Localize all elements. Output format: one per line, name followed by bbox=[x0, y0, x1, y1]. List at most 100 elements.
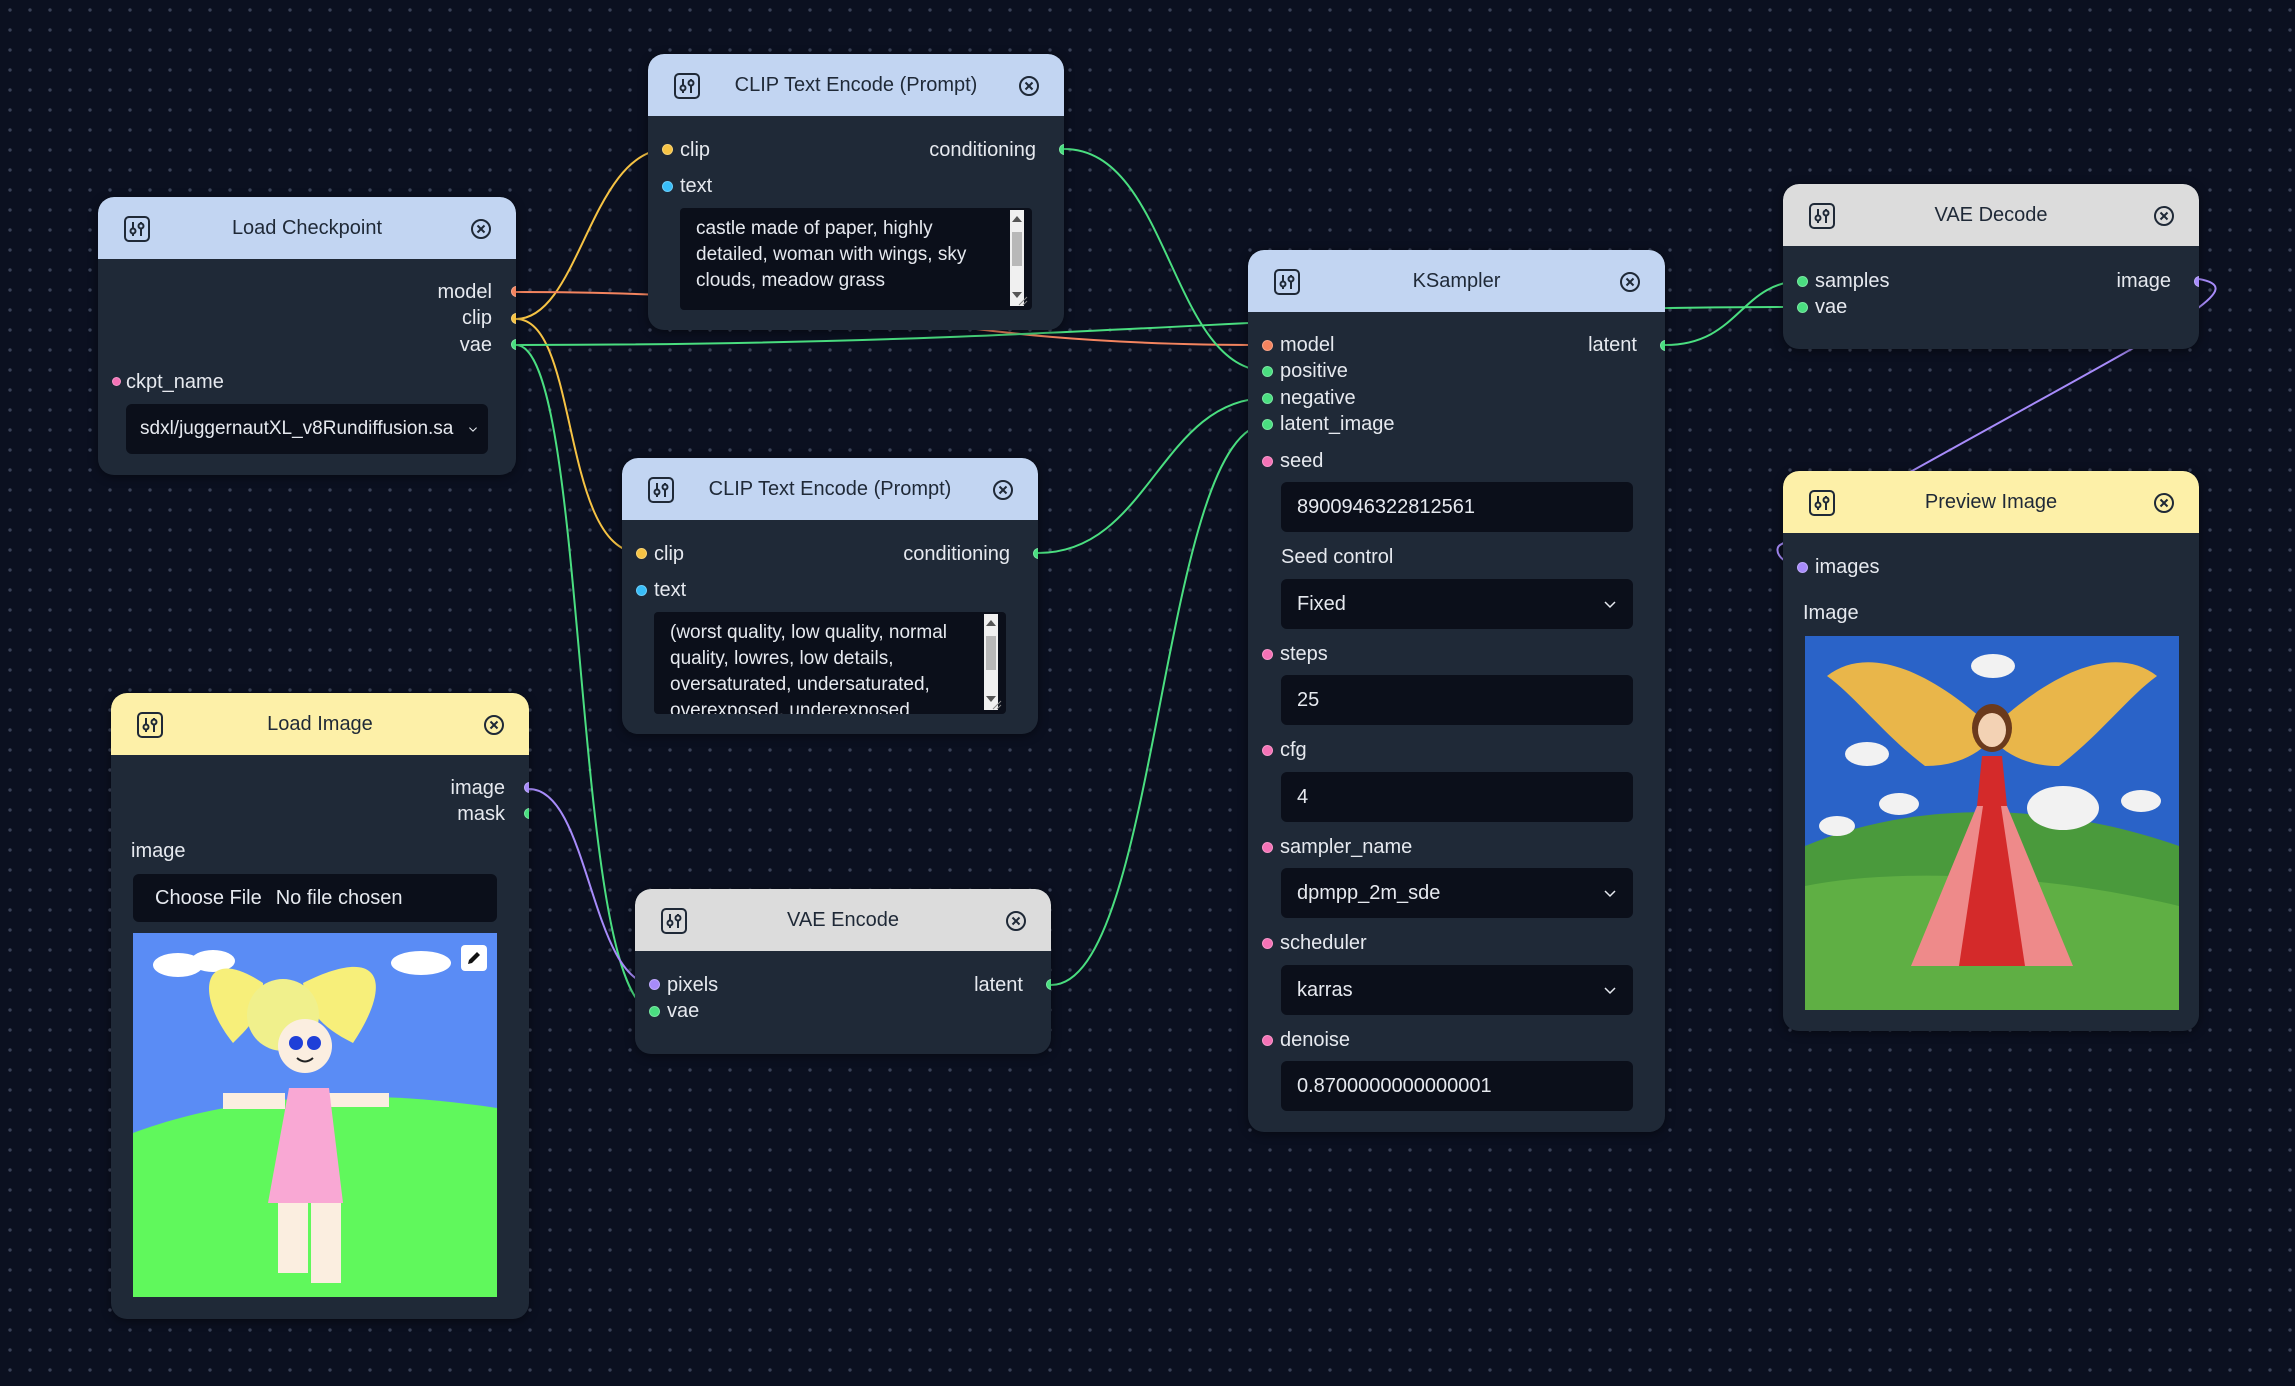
output-image-socket[interactable] bbox=[524, 782, 529, 793]
close-icon[interactable] bbox=[1005, 910, 1027, 932]
input-model-socket[interactable] bbox=[1262, 340, 1273, 351]
widget-sampler-socket[interactable] bbox=[1262, 842, 1273, 853]
output-conditioning-label: conditioning bbox=[903, 543, 1010, 565]
widget-seed-socket[interactable] bbox=[1262, 456, 1273, 467]
input-clip-socket[interactable] bbox=[662, 144, 673, 155]
close-icon[interactable] bbox=[470, 218, 492, 240]
prompt-text: castle made of paper, highly detailed, w… bbox=[696, 218, 967, 291]
sampler-name-select[interactable]: dpmpp_2m_sde bbox=[1281, 868, 1633, 918]
input-images-socket[interactable] bbox=[1797, 562, 1808, 573]
output-latent-socket[interactable] bbox=[1660, 340, 1665, 351]
steps-value: 25 bbox=[1297, 688, 1320, 711]
close-icon[interactable] bbox=[992, 479, 1014, 501]
output-clip-label: clip bbox=[461, 307, 492, 329]
node-header[interactable]: Load Image bbox=[111, 693, 529, 755]
resize-handle-icon[interactable] bbox=[1016, 294, 1028, 306]
seed-control-label: Seed control bbox=[1281, 546, 1394, 568]
close-icon[interactable] bbox=[1018, 75, 1040, 97]
prompt-textarea[interactable]: castle made of paper, highly detailed, w… bbox=[680, 208, 1032, 310]
sampler-name-label: sampler_name bbox=[1280, 836, 1413, 858]
output-vae-socket[interactable] bbox=[511, 339, 516, 350]
output-mask-socket[interactable] bbox=[524, 808, 529, 819]
choose-file-button[interactable]: Choose File bbox=[155, 886, 262, 909]
node-header[interactable]: Preview Image bbox=[1783, 471, 2199, 533]
input-text-socket[interactable] bbox=[662, 181, 673, 192]
sliders-icon[interactable] bbox=[137, 712, 163, 738]
output-latent-socket[interactable] bbox=[1046, 979, 1051, 990]
widget-scheduler-socket[interactable] bbox=[1262, 938, 1273, 949]
image-widget-label: image bbox=[131, 840, 186, 862]
node-header[interactable]: CLIP Text Encode (Prompt) bbox=[648, 54, 1064, 116]
steps-input[interactable]: 25 bbox=[1281, 675, 1633, 725]
preview-output-image bbox=[1805, 636, 2179, 1010]
input-pixels-socket[interactable] bbox=[649, 979, 660, 990]
cfg-label: cfg bbox=[1280, 739, 1307, 761]
seed-control-select[interactable]: Fixed bbox=[1281, 579, 1633, 629]
sliders-icon[interactable] bbox=[661, 908, 687, 934]
input-samples-socket[interactable] bbox=[1797, 276, 1808, 287]
input-negative-socket[interactable] bbox=[1262, 393, 1273, 404]
sliders-icon[interactable] bbox=[1809, 203, 1835, 229]
output-image-socket[interactable] bbox=[2194, 276, 2199, 287]
node-header[interactable]: CLIP Text Encode (Prompt) bbox=[622, 458, 1038, 520]
textarea-scrollbar[interactable] bbox=[1010, 210, 1024, 306]
output-conditioning-socket[interactable] bbox=[1059, 144, 1064, 155]
input-samples-label: samples bbox=[1815, 270, 1890, 292]
textarea-scrollbar[interactable] bbox=[984, 614, 998, 710]
vae-encode-node[interactable]: VAE Encode pixels vae latent bbox=[635, 889, 1051, 1054]
input-positive-socket[interactable] bbox=[1262, 366, 1273, 377]
seed-input[interactable]: 8900946322812561 bbox=[1281, 482, 1633, 532]
file-input[interactable]: Choose File No file chosen bbox=[133, 874, 497, 922]
widget-denoise-socket[interactable] bbox=[1262, 1035, 1273, 1046]
fairy-paper-art-image bbox=[1805, 636, 2179, 1010]
preview-image-node[interactable]: Preview Image images Image bbox=[1783, 471, 2199, 1031]
input-text-socket[interactable] bbox=[636, 585, 647, 596]
seed-value: 8900946322812561 bbox=[1297, 495, 1475, 518]
widget-steps-socket[interactable] bbox=[1262, 649, 1273, 660]
input-vae-socket[interactable] bbox=[649, 1006, 660, 1017]
steps-label: steps bbox=[1280, 643, 1328, 665]
sliders-icon[interactable] bbox=[1274, 269, 1300, 295]
resize-handle-icon[interactable] bbox=[990, 698, 1002, 710]
output-clip-socket[interactable] bbox=[511, 313, 516, 324]
node-header[interactable]: Load Checkpoint bbox=[98, 197, 516, 259]
scheduler-select[interactable]: karras bbox=[1281, 965, 1633, 1015]
output-conditioning-socket[interactable] bbox=[1033, 548, 1038, 559]
close-icon[interactable] bbox=[2153, 492, 2175, 514]
clip-text-encode-negative-node[interactable]: CLIP Text Encode (Prompt) clip text cond… bbox=[622, 458, 1038, 734]
output-model-socket[interactable] bbox=[511, 286, 516, 297]
cfg-input[interactable]: 4 bbox=[1281, 772, 1633, 822]
output-conditioning-label: conditioning bbox=[929, 139, 1036, 161]
pencil-icon[interactable] bbox=[461, 945, 487, 971]
load-image-node[interactable]: Load Image image mask image Choose File … bbox=[111, 693, 529, 1319]
denoise-input[interactable]: 0.8700000000000001 bbox=[1281, 1061, 1633, 1111]
ksampler-node[interactable]: KSampler model positive negative latent_… bbox=[1248, 250, 1665, 1132]
node-header[interactable]: VAE Encode bbox=[635, 889, 1051, 951]
sliders-icon[interactable] bbox=[648, 477, 674, 503]
widget-cfg-socket[interactable] bbox=[1262, 745, 1273, 756]
loaded-image bbox=[133, 933, 497, 1297]
scheduler-label: scheduler bbox=[1280, 932, 1367, 954]
input-latent-image-socket[interactable] bbox=[1262, 419, 1273, 430]
sliders-icon[interactable] bbox=[1809, 490, 1835, 516]
close-icon[interactable] bbox=[1619, 271, 1641, 293]
sampler-name-value: dpmpp_2m_sde bbox=[1297, 881, 1441, 904]
vae-decode-node[interactable]: VAE Decode samples vae image bbox=[1783, 184, 2199, 349]
clip-text-encode-positive-node[interactable]: CLIP Text Encode (Prompt) clip text cond… bbox=[648, 54, 1064, 330]
ckpt-name-select[interactable]: sdxl/juggernautXL_v8Rundiffusion.sa bbox=[126, 404, 488, 454]
chevron-down-icon bbox=[469, 427, 477, 432]
input-latent-image-label: latent_image bbox=[1280, 413, 1395, 435]
image-label: Image bbox=[1803, 602, 1859, 624]
load-checkpoint-node[interactable]: Load Checkpoint model clip vae ckpt_name… bbox=[98, 197, 516, 475]
node-header[interactable]: KSampler bbox=[1248, 250, 1665, 312]
denoise-label: denoise bbox=[1280, 1029, 1351, 1051]
prompt-textarea[interactable]: (worst quality, low quality, normal qual… bbox=[654, 612, 1006, 714]
sliders-icon[interactable] bbox=[124, 216, 150, 242]
input-clip-socket[interactable] bbox=[636, 548, 647, 559]
close-icon[interactable] bbox=[483, 714, 505, 736]
sliders-icon[interactable] bbox=[674, 73, 700, 99]
close-icon[interactable] bbox=[2153, 205, 2175, 227]
node-header[interactable]: VAE Decode bbox=[1783, 184, 2199, 246]
widget-ckpt-socket[interactable] bbox=[112, 377, 121, 386]
input-vae-socket[interactable] bbox=[1797, 302, 1808, 313]
